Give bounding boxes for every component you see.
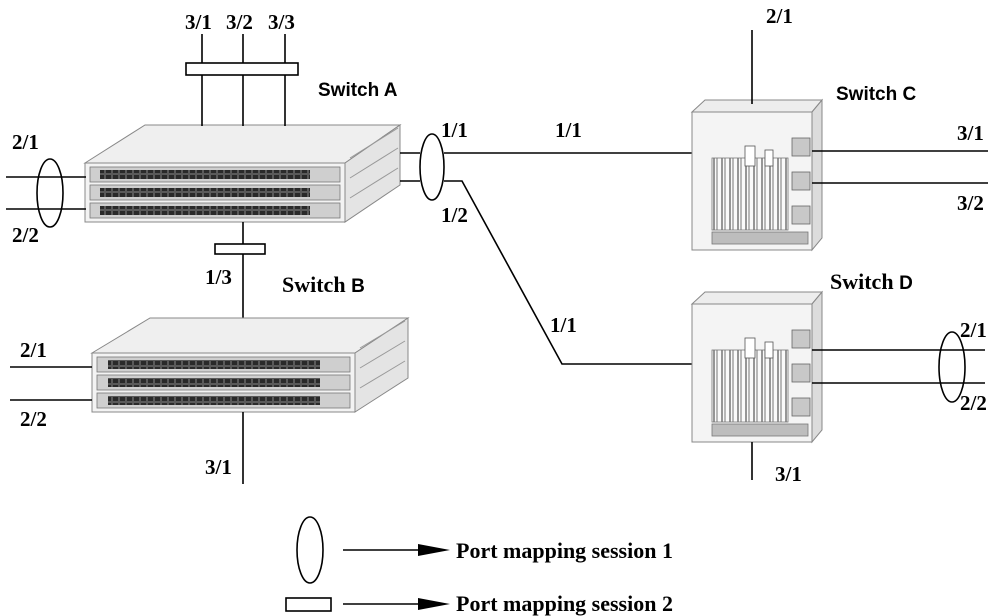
- legend-session2-label: Port mapping session 2: [456, 591, 673, 616]
- session1-marker-d: [938, 331, 966, 403]
- port-label-a-1-3: 1/3: [205, 265, 232, 289]
- port-label-d-2-2: 2/2: [960, 391, 987, 415]
- switch-a-title: Switch A: [318, 80, 398, 101]
- port-label-a-1-2: 1/2: [441, 203, 468, 227]
- session2-marker-a-b: [214, 243, 266, 255]
- legend-arrow-icon-1: [418, 544, 450, 556]
- port-label-a-2-1: 2/1: [12, 130, 39, 154]
- legend-session1-label: Port mapping session 1: [456, 538, 673, 563]
- port-label-c-2-1: 2/1: [766, 4, 793, 28]
- port-label-b-2-2: 2/2: [20, 407, 47, 431]
- port-label-a-3-3: 3/3: [268, 10, 295, 34]
- port-label-a-3-1: 3/1: [185, 10, 212, 34]
- port-label-c-3-2: 3/2: [957, 191, 984, 215]
- switch-c: [690, 98, 824, 252]
- port-label-d-1-1: 1/1: [550, 313, 577, 337]
- legend-rect-icon: [285, 597, 332, 612]
- port-label-a-2-2: 2/2: [12, 223, 39, 247]
- switch-b: [90, 317, 410, 413]
- port-label-d-2-1: 2/1: [960, 318, 987, 342]
- session1-marker-a-right: [419, 133, 445, 201]
- port-label-c-3-1: 3/1: [957, 121, 984, 145]
- legend-ellipse-icon: [296, 516, 324, 584]
- legend: Port mapping session 1 Port mapping sess…: [285, 516, 673, 616]
- legend-arrow-icon-2: [418, 598, 450, 610]
- port-label-d-3-1: 3/1: [775, 462, 802, 486]
- port-label-a-1-1: 1/1: [441, 118, 468, 142]
- switch-a: [83, 124, 402, 223]
- port-label-b-2-1: 2/1: [20, 338, 47, 362]
- port-label-c-1-1: 1/1: [555, 118, 582, 142]
- switch-a-top-links: [201, 34, 286, 126]
- switch-b-title: Switch B: [282, 272, 365, 297]
- session1-marker-a-left: [36, 158, 64, 228]
- switch-c-title: Switch C: [836, 84, 917, 105]
- session2-marker-a-top: [185, 62, 299, 76]
- port-label-a-3-2: 3/2: [226, 10, 253, 34]
- switch-d-title: Switch D: [830, 269, 913, 294]
- switch-d: [690, 290, 824, 444]
- link-a-to-d: [444, 180, 692, 365]
- port-label-b-3-1: 3/1: [205, 455, 232, 479]
